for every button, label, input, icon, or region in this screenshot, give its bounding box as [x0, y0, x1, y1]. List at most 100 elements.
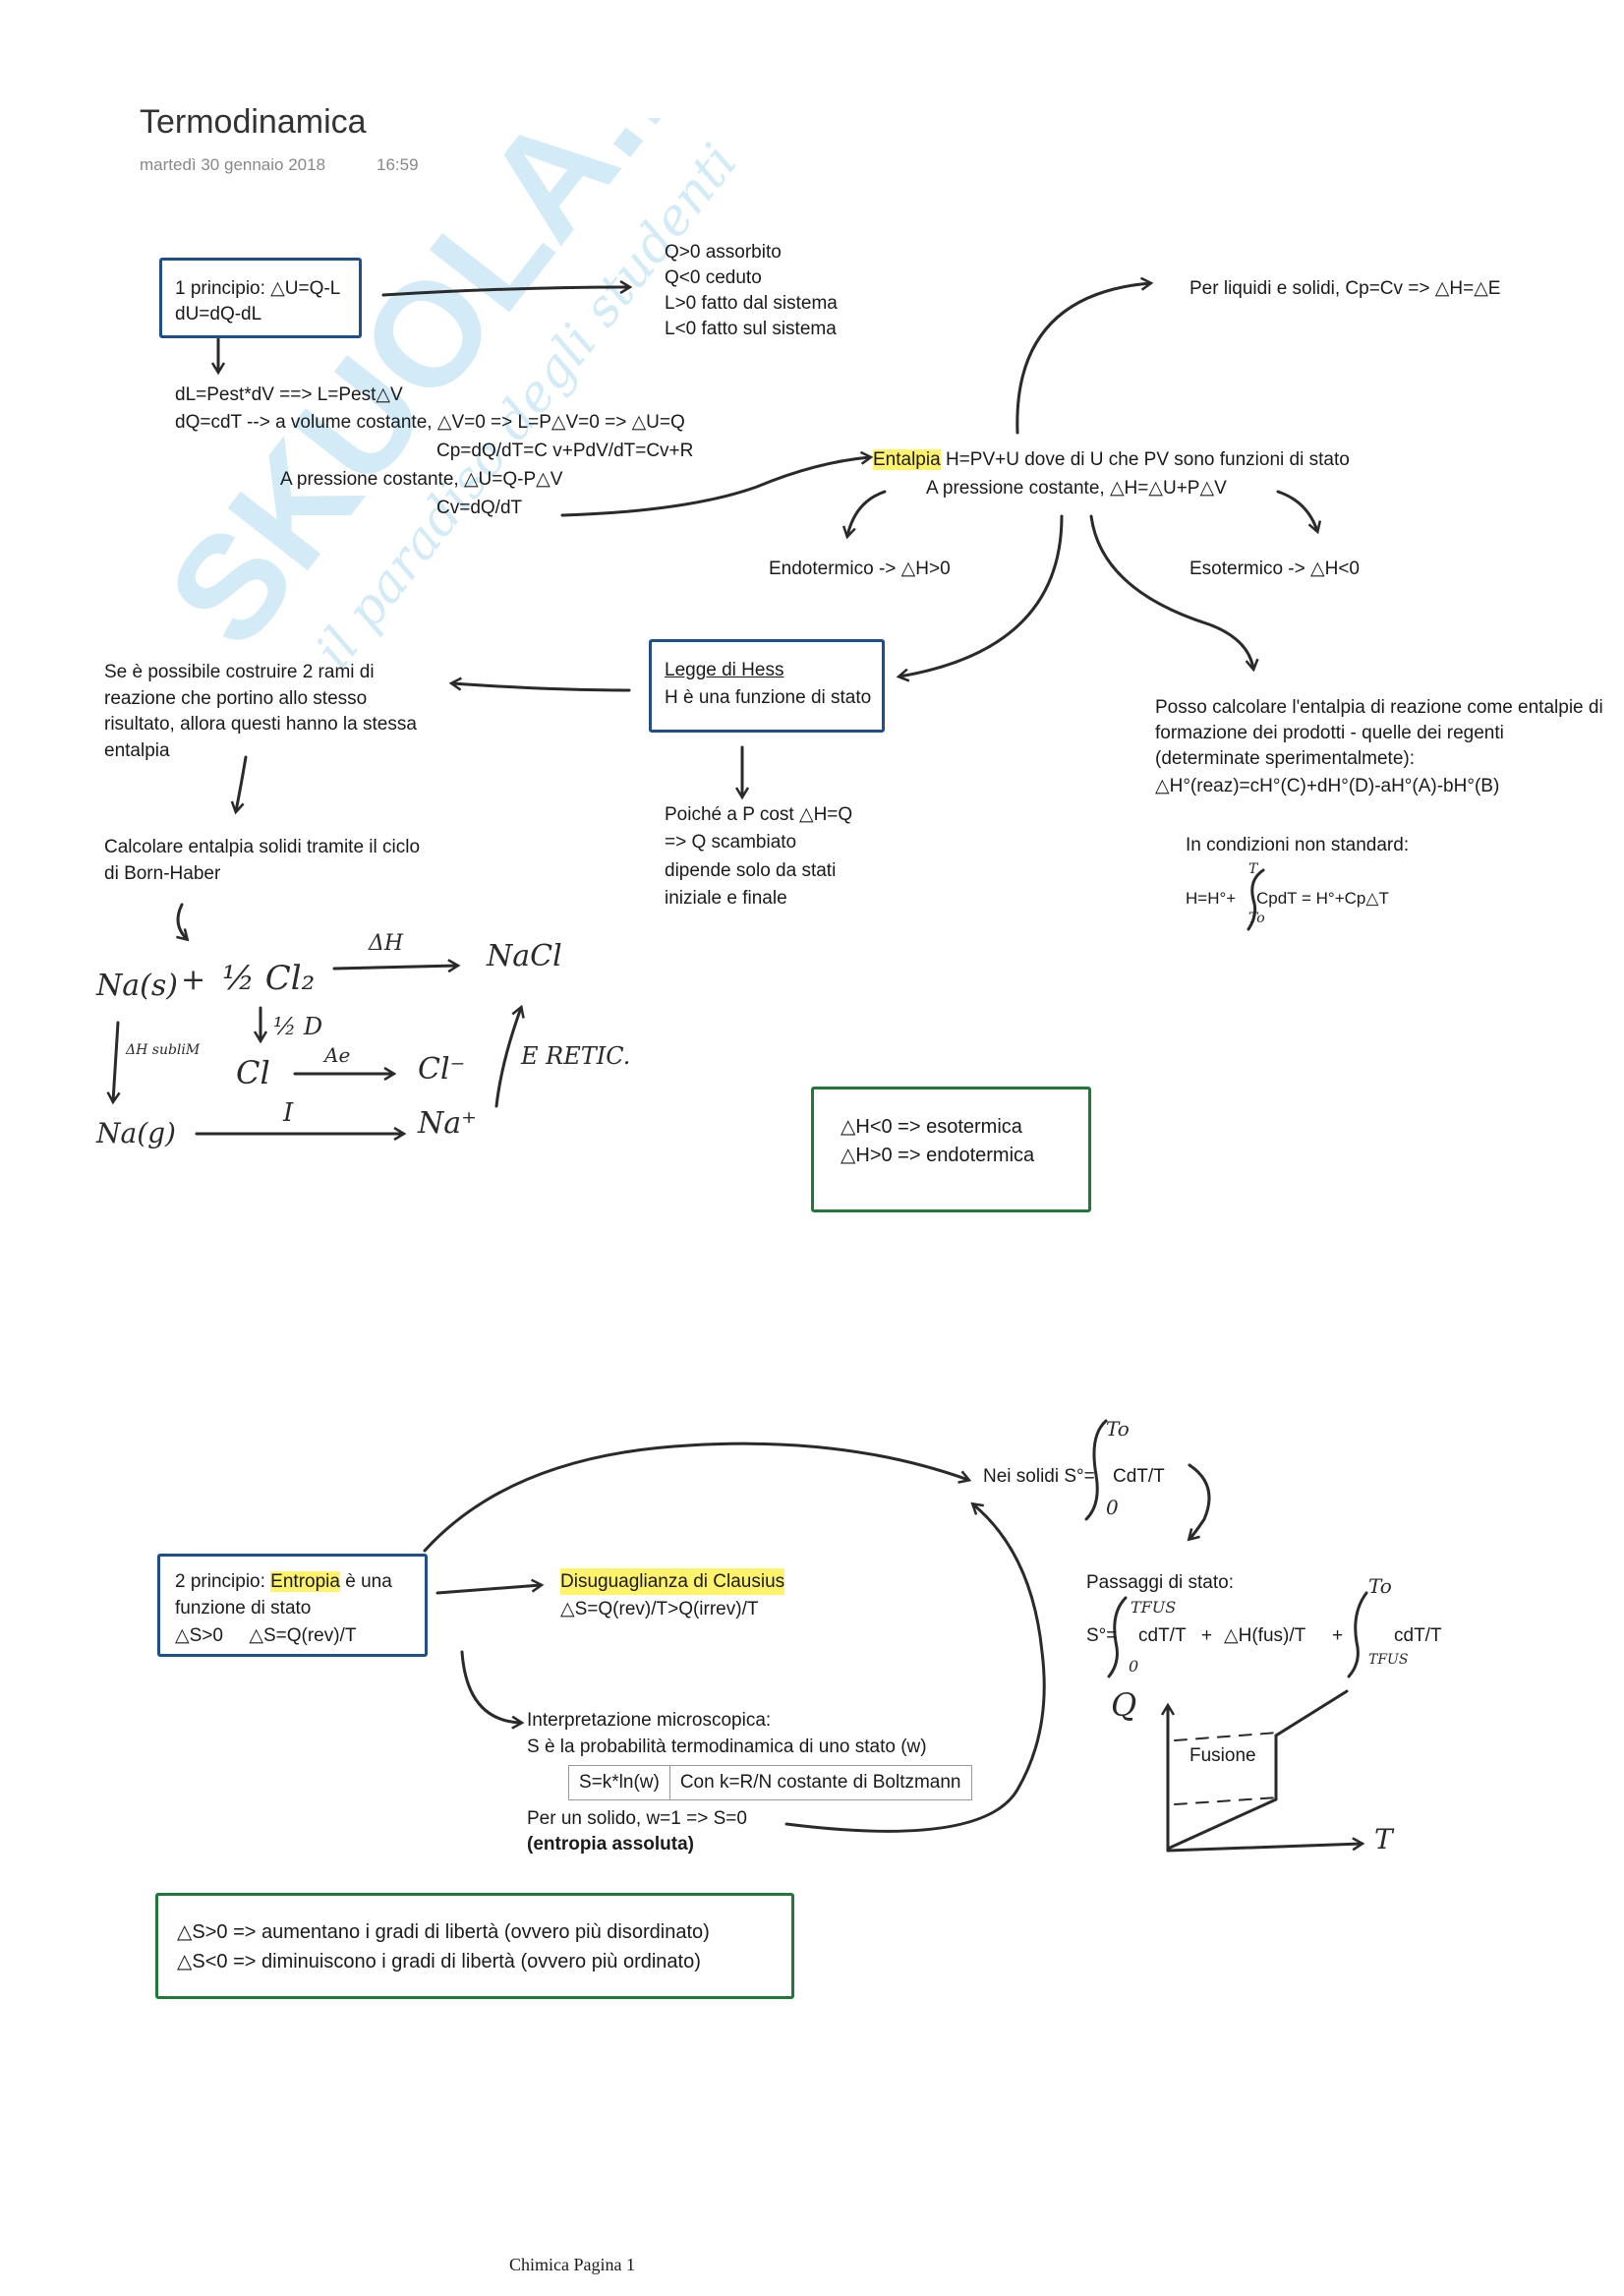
hess-pressure-1: Poiché a P cost △H=Q [665, 804, 853, 825]
boltzmann-cell-2: Con k=R/N costante di Boltzmann [679, 1772, 961, 1793]
trans-term2: △H(fus)/T [1224, 1625, 1306, 1646]
sign-q-neg: Q<0 ceduto [665, 267, 762, 288]
cycle-half-d: ½ D [273, 1013, 322, 1040]
page-date: martedì 30 gennaio 2018 [140, 155, 326, 174]
clausius-formula: △S=Q(rev)/T>Q(irrev)/T [560, 1599, 759, 1619]
enthalpy-endo: Endotermico -> △H>0 [769, 559, 951, 579]
green-box-entropy-2: △S<0 => diminuiscono i gradi di libertà … [177, 1951, 701, 1972]
arrow-entropy-micro [460, 1650, 521, 1723]
born-haber-1: Calcolare entalpia solidi tramite il cic… [104, 837, 421, 857]
reaction-formula-right: CpdT = H°+Cp△T [1256, 889, 1389, 908]
reaction-formula-left: H=H°+ [1186, 889, 1237, 908]
trans-to: To [1368, 1574, 1392, 1598]
arrow-solid-solids [784, 1504, 1046, 1833]
green-box-entropy-1: △S>0 => aumentano i gradi di libertà (ov… [177, 1921, 710, 1943]
green-box-enthalpy-1: △H<0 => esotermica [841, 1116, 1022, 1138]
fp-line-cv: Cv=dQ/dT [436, 498, 523, 518]
fp-line-cp: Cp=dQ/dT=C v+PdV/dT=Cv+R [436, 441, 694, 461]
integral-trans2 [1347, 1591, 1368, 1678]
watermark: SKUOLA.net il paradiso degli studenti [136, 118, 747, 669]
arrow-cv-enthalpy [560, 457, 870, 517]
cycle-e-retic: E RETIC. [520, 1042, 630, 1070]
sign-l-pos: L>0 fatto dal sistema [665, 293, 838, 314]
fp-line-pressure: A pressione costante, △U=Q-P△V [280, 469, 563, 490]
arrow-entropy-solids [423, 1442, 968, 1553]
trans-term3: cdT/T [1394, 1625, 1442, 1646]
arrow-principle-signs [381, 287, 629, 297]
reaction-line-2: formazione dei prodotti - quelle dei reg… [1155, 723, 1504, 743]
boltzmann-cell-1: S=k*ln(w) [569, 1766, 670, 1799]
second-principle-box [157, 1554, 428, 1657]
second-principle-line1: 2 principio: Entropia è una [175, 1568, 392, 1595]
trans-zero: 0 [1129, 1657, 1138, 1676]
hess-title: Legge di Hess [665, 660, 784, 680]
hess-pressure-4: iniziale e finale [665, 888, 787, 909]
solids-upper: To [1106, 1417, 1130, 1441]
hess-box [649, 639, 885, 733]
page-footer: Chimica Pagina 1 [509, 2255, 635, 2274]
arrow-entropy-clausius [435, 1585, 541, 1595]
fp-line-dq: dQ=cdT --> a volume costante, △V=0 => L=… [175, 412, 685, 433]
integral-upper: T [1248, 861, 1259, 877]
reaction-nonstandard: In condizioni non standard: [1186, 835, 1410, 855]
cycle-half-cl2: ½ Cl₂ [222, 959, 315, 998]
graph-axis-t [1166, 1844, 1362, 1853]
trans-plus2: + [1332, 1625, 1344, 1646]
transitions-title: Passaggi di stato: [1086, 1572, 1234, 1593]
arrow-enthalpy-eso [1276, 490, 1317, 531]
cycle-plus: + [181, 963, 205, 997]
graph-q: Q [1111, 1686, 1136, 1724]
second-principle-line3: △S>0 △S=Q(rev)/T [175, 1625, 357, 1646]
page-time: 16:59 [377, 155, 419, 174]
graph-dash1 [1174, 1732, 1279, 1741]
hess-branch-1: Se è possibile costruire 2 rami di [104, 662, 375, 682]
cycle-nacl: NaCl [486, 939, 562, 973]
green-box-enthalpy-2: △H>0 => endotermica [841, 1145, 1035, 1166]
first-principle-line2: dU=dQ-dL [175, 304, 262, 324]
first-principle-box [159, 258, 362, 338]
sp-post: è una [339, 1571, 392, 1592]
reaction-line-1: Posso calcolare l'entalpia di reazione c… [1155, 697, 1603, 718]
arrow-hess-branches [452, 683, 631, 692]
enthalpy-eso: Esotermico -> △H<0 [1189, 559, 1361, 579]
micro-line2: S è la probabilità termodinamica di uno … [527, 1737, 927, 1757]
green-box-enthalpy [811, 1087, 1091, 1212]
cycle-arrow-retic [494, 1008, 521, 1108]
cycle-cl-minus: Cl⁻ [418, 1052, 465, 1087]
graph-t: T [1374, 1823, 1395, 1855]
graph-fusion: Fusione [1189, 1745, 1256, 1766]
sign-l-neg: L<0 fatto sul sistema [665, 319, 837, 339]
cycle-subl: ΔH subliM [125, 1042, 201, 1058]
trans-s0: S°= [1086, 1625, 1118, 1646]
cycle-dh: ΔH [368, 931, 404, 956]
enthalpy-def-text: H=PV+U dove di U che PV sono funzioni di… [940, 449, 1350, 470]
arrow-enthalpy-reaction [1089, 514, 1253, 669]
reaction-line-4: △H°(reaz)=cH°(C)+dH°(D)-aH°(A)-bH°(B) [1155, 776, 1500, 796]
sp-pre: 2 principio: [175, 1571, 271, 1592]
integral-reaction [1247, 868, 1265, 931]
solids-lower: 0 [1106, 1496, 1119, 1519]
hess-branch-3: risultato, allora questi hanno la stessa [104, 714, 417, 735]
micro-title: Interpretazione microscopica: [527, 1710, 772, 1731]
integral-lower: To [1248, 911, 1265, 926]
integral-trans1 [1107, 1596, 1128, 1678]
hess-line2: H è una funzione di stato [665, 687, 872, 708]
entropy-keyword: Entropia [270, 1571, 340, 1592]
solid-line1: Per un solido, w=1 => S=0 [527, 1808, 747, 1829]
cycle-cl: Cl [236, 1054, 270, 1091]
cycle-i: I [282, 1098, 294, 1128]
arrow-branches-bornhaber [236, 755, 248, 811]
cycle-na-g: Na(g) [95, 1117, 176, 1149]
enthalpy-pressure: A pressione costante, △H=△U+P△V [926, 478, 1227, 499]
reaction-line-3: (determinate sperimentalmete): [1155, 748, 1415, 769]
integral-solids [1084, 1419, 1108, 1521]
enthalpy-keyword: Entalpia [873, 449, 941, 470]
trans-tfus2: TFUS [1368, 1652, 1408, 1668]
trans-term1: cdT/T [1138, 1625, 1187, 1646]
solids-integrand: CdT/T [1113, 1466, 1165, 1487]
second-principle-line2: funzione di stato [175, 1598, 312, 1619]
born-haber-2: di Born-Haber [104, 863, 221, 884]
first-principle-line1: 1 principio: △U=Q-L [175, 278, 341, 299]
green-box-entropy [155, 1893, 794, 1999]
